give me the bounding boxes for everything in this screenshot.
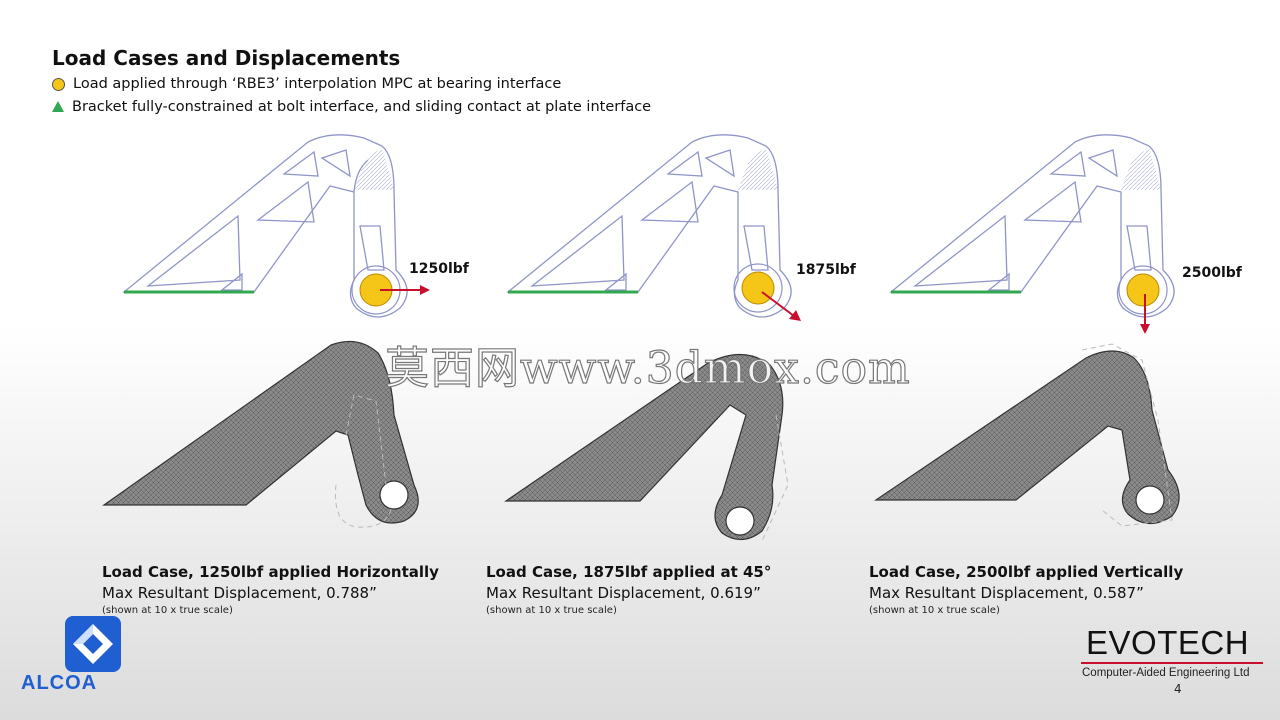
deformed-mesh-2 [504, 353, 789, 542]
load-label-2: 1875lbf [796, 262, 856, 278]
caption-title: Load Case, 2500lbf applied Vertically [869, 563, 1184, 581]
bracket-outline-2 [506, 134, 801, 321]
deformed-mesh-1 [102, 340, 419, 528]
alcoa-wordmark: ALCOA [21, 672, 98, 694]
caption-note: (shown at 10 x true scale) [486, 605, 617, 616]
load-label-3: 2500lbf [1182, 265, 1242, 281]
caption-displacement: Max Resultant Displacement, 0.788” [102, 584, 377, 602]
bracket-outline-3 [889, 134, 1175, 334]
caption-title: Load Case, 1250lbf applied Horizontally [102, 563, 439, 581]
green-triangle-icon [52, 100, 64, 112]
caption-title: Load Case, 1875lbf applied at 45° [486, 563, 772, 581]
yellow-circle-icon [52, 77, 65, 91]
watermark: 莫西网www.3dmox.com [384, 342, 911, 394]
caption-displacement: Max Resultant Displacement, 0.619” [486, 584, 761, 602]
caption-note: (shown at 10 x true scale) [869, 605, 1000, 616]
bullet-text: Bracket fully-constrained at bolt interf… [72, 99, 652, 115]
evotech-subtitle: Computer-Aided Engineering Ltd [1082, 667, 1250, 679]
bullet-text: Load applied through ‘RBE3’ interpolatio… [73, 76, 562, 92]
deformed-mesh-3 [874, 343, 1180, 527]
caption-3: Load Case, 2500lbf applied Vertically Ma… [869, 563, 1183, 616]
caption-1: Load Case, 1250lbf applied Horizontally … [102, 563, 439, 616]
bullet-constraint: Bracket fully-constrained at bolt interf… [52, 99, 651, 115]
page-number: 4 [1174, 682, 1182, 696]
caption-note: (shown at 10 x true scale) [102, 605, 233, 616]
bracket-outline-1 [122, 134, 430, 318]
bullet-load: Load applied through ‘RBE3’ interpolatio… [52, 76, 561, 92]
caption-2: Load Case, 1875lbf applied at 45° Max Re… [486, 563, 771, 616]
load-label-1: 1250lbf [409, 261, 469, 277]
caption-displacement: Max Resultant Displacement, 0.587” [869, 584, 1144, 602]
alcoa-logo-icon [65, 616, 121, 672]
slide-title: Load Cases and Displacements [52, 46, 401, 70]
evotech-wordmark: EVOTECH [1086, 624, 1250, 661]
evotech-underline [1081, 662, 1263, 664]
